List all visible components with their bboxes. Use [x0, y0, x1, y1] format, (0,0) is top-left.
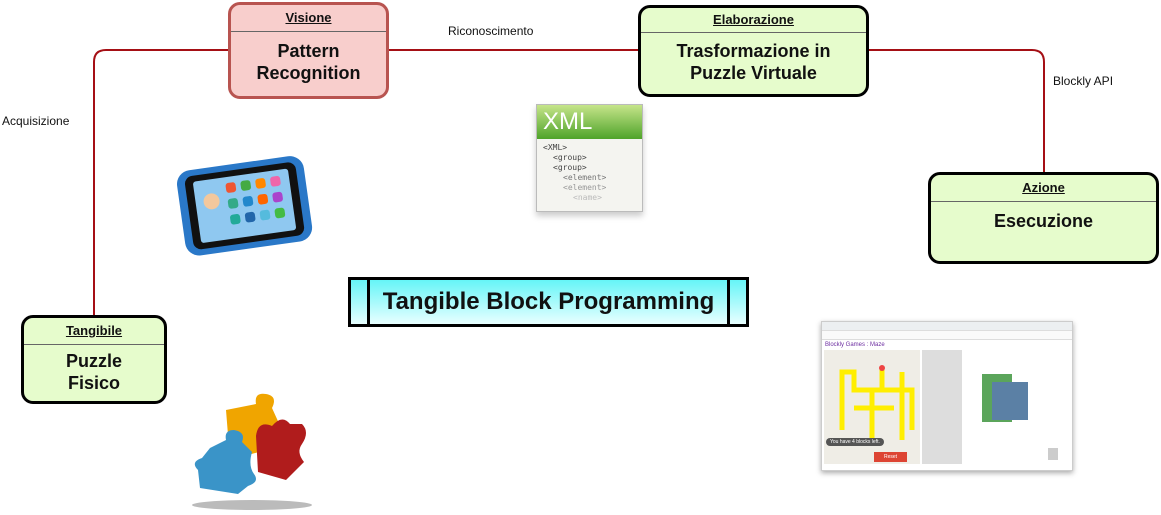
node-body: Esecuzione: [993, 211, 1094, 231]
divider: [367, 280, 370, 324]
edge-label-riconoscimento: Riconoscimento: [448, 24, 534, 38]
node-visione[interactable]: Visione Pattern Recognition: [228, 2, 389, 99]
tablet-image: [176, 156, 313, 256]
edge-label-acquisizione: Acquisizione: [2, 114, 70, 128]
edge-blockly-api: [869, 49, 1045, 173]
diagram-title: Tangible Block Programming: [382, 288, 715, 315]
node-azione[interactable]: Azione Esecuzione: [928, 172, 1159, 264]
divider: [727, 280, 730, 324]
xml-tree-line: <element>: [563, 183, 607, 192]
maze-area: You have 4 blocks left. Reset: [824, 350, 920, 464]
blocks-left-status: You have 4 blocks left.: [826, 438, 884, 446]
maze-paths: [839, 365, 915, 440]
xml-tree-line: <XML>: [543, 143, 568, 152]
edge-label-blockly-api: Blockly API: [1053, 74, 1114, 88]
diagram-title-box: Tangible Block Programming: [348, 277, 749, 327]
xml-tree-line: <group>: [553, 163, 587, 172]
node-header: Tangibile: [24, 318, 164, 345]
xml-tree-line: <name>: [573, 193, 602, 202]
reset-button: Reset: [874, 452, 908, 462]
browser-tab-bar: [822, 322, 1072, 331]
edge-acquisizione: [93, 49, 229, 318]
if-block: [992, 382, 1028, 420]
blockly-games-screenshot: Blockly Games : Maze You have 4 blocks l…: [821, 321, 1073, 471]
node-body: Trasformazione in Puzzle Virtuale: [676, 41, 831, 83]
xml-file-icon: XML <XML> <group> <group> <element> <ele…: [536, 104, 643, 212]
node-elaborazione[interactable]: Elaborazione Trasformazione in Puzzle Vi…: [638, 5, 869, 97]
node-header: Visione: [231, 5, 386, 32]
browser-address-bar: [822, 331, 1072, 340]
xml-icon-label: XML: [537, 105, 642, 139]
xml-tree-line: <element>: [563, 173, 607, 182]
node-header: Azione: [931, 175, 1156, 202]
puzzle-pieces-image: [192, 393, 312, 510]
node-tangibile[interactable]: Tangibile Puzzle Fisico: [21, 315, 167, 404]
node-header: Elaborazione: [641, 8, 866, 33]
blockly-title: Blockly Games : Maze: [825, 342, 885, 348]
xml-tree: <XML> <group> <group> <element> <element…: [537, 139, 642, 203]
blockly-toolbox: [922, 350, 962, 464]
xml-tree-line: <group>: [553, 153, 587, 162]
node-body: Pattern Recognition: [256, 41, 361, 83]
node-body: Puzzle Fisico: [65, 351, 122, 393]
trash-icon: [1048, 448, 1058, 460]
